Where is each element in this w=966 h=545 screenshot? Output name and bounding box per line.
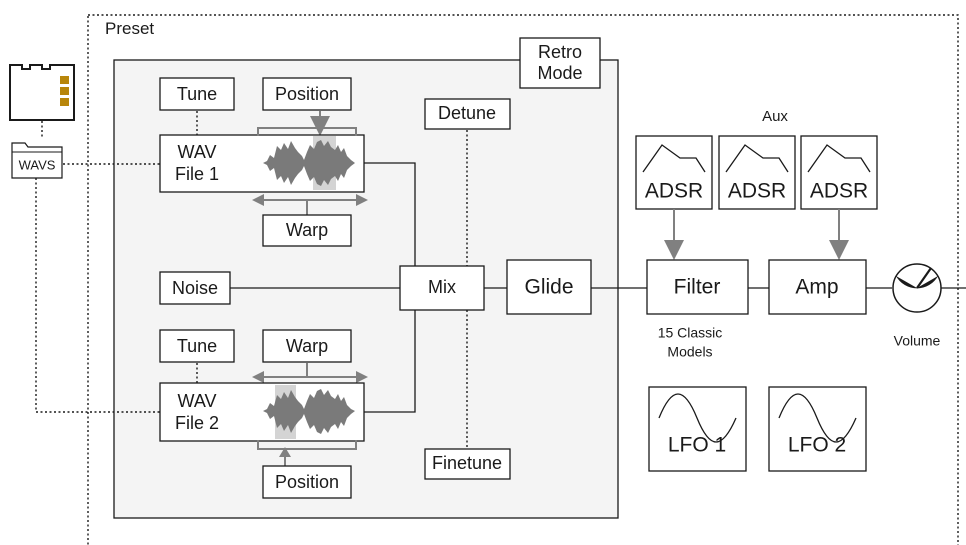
adsr-2[interactable]: ADSR — [718, 135, 796, 210]
adsr-envelope-icon — [807, 144, 871, 173]
adsr-1[interactable]: ADSR — [635, 135, 713, 210]
noise-box[interactable] — [159, 271, 231, 305]
finetune-box[interactable] — [424, 448, 511, 480]
finetune-label: Finetune — [432, 453, 502, 473]
wavs-folder-label: WAVS — [19, 157, 56, 172]
volume-label: Volume — [894, 333, 941, 349]
sd-card-icon — [9, 64, 75, 121]
waveform-icon — [263, 389, 355, 434]
warp-label-2: Warp — [286, 336, 328, 356]
filter-box[interactable] — [646, 259, 749, 315]
wav-file-1-label-2: File 1 — [175, 164, 219, 184]
outer-boundary — [87, 14, 959, 545]
warp-label-1: Warp — [286, 220, 328, 240]
aux-label: Aux — [762, 108, 788, 125]
adsr-3-label: ADSR — [810, 180, 868, 203]
filter-note-1: 15 Classic — [658, 325, 723, 341]
mix-label: Mix — [428, 277, 456, 297]
retro-mode-label-1: Retro — [538, 42, 582, 62]
detune-box[interactable] — [424, 98, 511, 130]
detune-label: Detune — [438, 103, 496, 123]
adsr-2-label: ADSR — [728, 180, 786, 203]
filter-label: Filter — [674, 276, 721, 299]
position-label-2: Position — [275, 472, 339, 492]
volume-knob-icon[interactable] — [892, 263, 942, 313]
tune-label-2: Tune — [177, 336, 217, 356]
tune-label-1: Tune — [177, 84, 217, 104]
adsr-envelope-icon — [725, 144, 789, 173]
sine-wave-icon — [658, 393, 737, 443]
waveform-icon — [263, 140, 355, 186]
lfo-2-label: LFO 2 — [788, 434, 846, 457]
glide-label: Glide — [524, 276, 573, 299]
wav-file-2-label-1: WAV — [178, 391, 217, 411]
retro-mode-box[interactable] — [519, 37, 601, 89]
adsr-1-label: ADSR — [645, 180, 703, 203]
adsr-3[interactable]: ADSR — [800, 135, 878, 210]
amp-label: Amp — [795, 276, 838, 299]
sine-wave-icon — [778, 393, 857, 443]
lfo-1-label: LFO 1 — [668, 434, 726, 457]
glide-box[interactable] — [506, 259, 592, 315]
adsr-envelope-icon — [642, 144, 706, 173]
warp-box-1[interactable] — [262, 214, 352, 247]
retro-mode-label-2: Mode — [537, 63, 582, 83]
position-box-1[interactable] — [262, 77, 352, 111]
preset-title: Preset — [105, 19, 154, 38]
filter-note-2: Models — [667, 344, 712, 360]
position-box-2[interactable] — [262, 465, 352, 499]
folder-icon[interactable]: WAVS — [11, 142, 63, 179]
lfo-1[interactable]: LFO 1 — [648, 386, 747, 472]
warp-box-2[interactable] — [262, 329, 352, 363]
wav-file-1-label-1: WAV — [178, 142, 217, 162]
position-label-1: Position — [275, 84, 339, 104]
tune-box-2[interactable] — [159, 329, 235, 363]
tune-box-1[interactable] — [159, 77, 235, 111]
amp-box[interactable] — [768, 259, 867, 315]
mix-box[interactable] — [399, 265, 485, 311]
wav-file-2-label-2: File 2 — [175, 413, 219, 433]
noise-label: Noise — [172, 278, 218, 298]
lfo-2[interactable]: LFO 2 — [768, 386, 867, 472]
